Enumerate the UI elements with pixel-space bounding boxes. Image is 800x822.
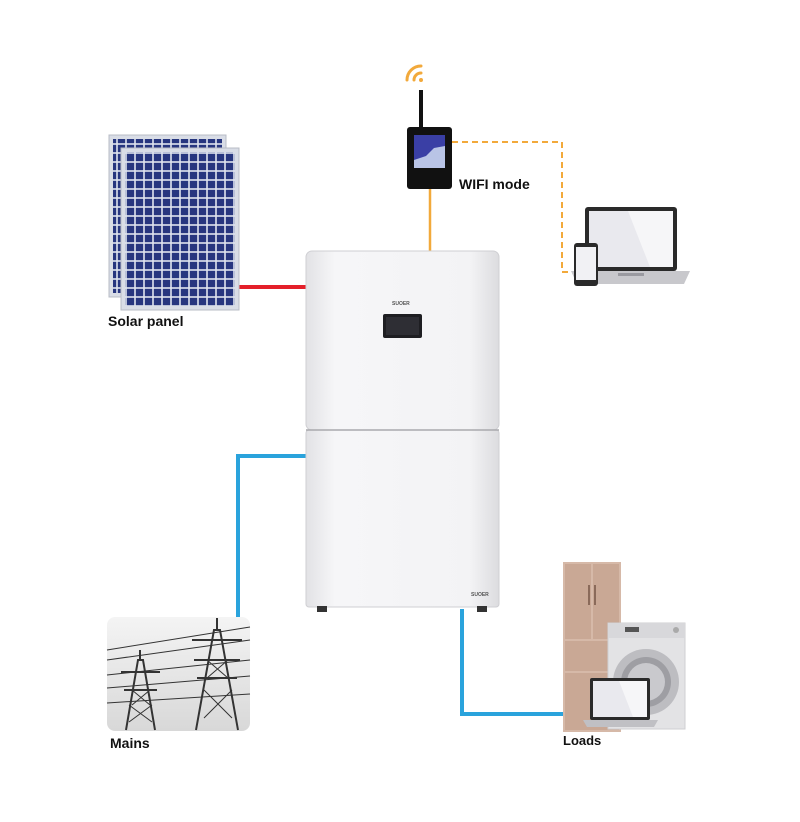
inverter-brand-bottom: SUOER — [471, 592, 489, 598]
inverter-icon: SUOER SUOER — [305, 250, 500, 612]
inverter-brand-top: SUOER — [392, 301, 410, 307]
wifi-dashed-link — [452, 141, 574, 273]
solar-panel-label: Solar panel — [108, 313, 184, 329]
power-tower-icon — [106, 617, 251, 731]
wifi-signal-icon — [405, 64, 423, 82]
wifi-mode-label: WIFI mode — [459, 176, 530, 192]
mains-connection-line — [236, 454, 307, 618]
solar-panel-icon — [108, 134, 240, 311]
laptop-load-icon — [583, 678, 658, 727]
mains-label: Mains — [110, 735, 150, 751]
loads-label: Loads — [563, 733, 602, 748]
smartphone-icon — [574, 243, 598, 286]
loads-connection-line — [460, 609, 568, 716]
laptop-icon — [571, 207, 690, 284]
wifi-dongle-icon — [407, 90, 452, 189]
